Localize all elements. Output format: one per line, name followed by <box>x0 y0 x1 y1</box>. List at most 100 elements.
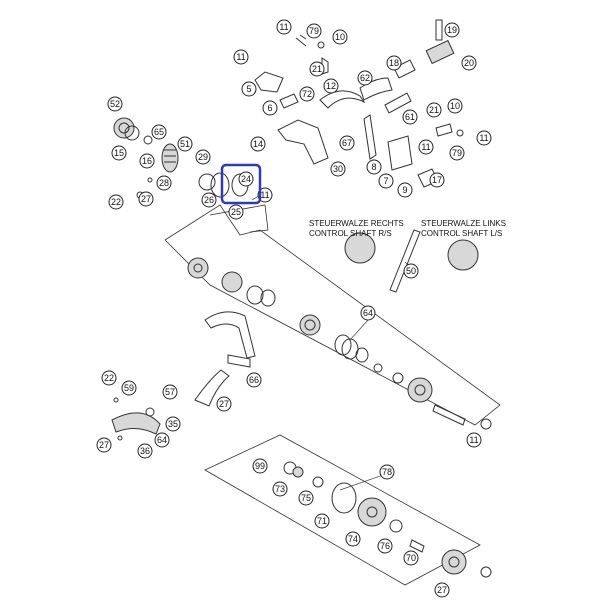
callout-number: 64 <box>157 435 167 445</box>
callout-11: 11 <box>476 130 492 146</box>
callout-25: 25 <box>228 204 244 220</box>
callout-66: 66 <box>246 372 262 388</box>
callout-number: 62 <box>360 73 370 83</box>
callout-circle <box>330 161 346 177</box>
callout-circle <box>241 81 257 97</box>
callout-number: 6 <box>267 103 272 113</box>
callout-circle <box>434 582 450 598</box>
callout-number: 76 <box>380 541 390 551</box>
callout-circle <box>323 78 339 94</box>
callout-circle <box>377 538 393 554</box>
callout-circle <box>309 61 325 77</box>
callout-circle <box>299 86 315 102</box>
callout-5: 5 <box>241 81 257 97</box>
control-shaft-left-label: STEUERWALZE LINKS CONTROL SHAFT L/S <box>421 219 506 238</box>
callout-number: 14 <box>253 139 263 149</box>
callout-30: 30 <box>330 161 346 177</box>
callout-79: 79 <box>306 23 322 39</box>
callout-circle <box>139 153 155 169</box>
lower-assembly-frame <box>204 434 481 586</box>
callout-99: 99 <box>252 458 268 474</box>
callout-number: 19 <box>447 25 457 35</box>
callout-11: 11 <box>418 139 434 155</box>
callout-24: 24 <box>238 171 254 187</box>
control-shaft-right-label: STEUERWALZE RECHTS CONTROL SHAFT R/S <box>309 219 404 238</box>
callout-11: 11 <box>257 187 273 203</box>
callout-number: 25 <box>231 207 241 217</box>
callout-circle <box>262 100 278 116</box>
callout-79: 79 <box>449 145 465 161</box>
callout-27: 27 <box>138 191 154 207</box>
callout-circle <box>466 432 482 448</box>
callout-circle <box>101 370 117 386</box>
callout-circle <box>195 149 211 165</box>
callout-circle <box>306 23 322 39</box>
callout-11: 11 <box>276 19 292 35</box>
callout-circle <box>397 182 413 198</box>
callout-circle <box>476 130 492 146</box>
callout-74: 74 <box>345 531 361 547</box>
callout-circle <box>378 173 394 189</box>
callout-29: 29 <box>195 149 211 165</box>
callout-22: 22 <box>101 370 117 386</box>
callout-circle <box>366 159 382 175</box>
callout-number: 64 <box>363 308 373 318</box>
callout-number: 11 <box>260 190 269 200</box>
callout-number: 11 <box>279 22 288 32</box>
callout-circle <box>272 481 288 497</box>
callout-number: 11 <box>479 133 488 143</box>
callout-8: 8 <box>366 159 382 175</box>
callout-12: 12 <box>323 78 339 94</box>
callout-number: 27 <box>219 399 229 409</box>
callout-circle <box>156 175 172 191</box>
callout-circle <box>201 192 217 208</box>
callout-51: 51 <box>177 136 193 152</box>
callout-59: 59 <box>121 380 137 396</box>
rechts-en: CONTROL SHAFT R/S <box>309 229 392 238</box>
callout-16: 16 <box>139 153 155 169</box>
callout-number: 35 <box>168 419 178 429</box>
callout-76: 76 <box>377 538 393 554</box>
callout-26: 26 <box>201 192 217 208</box>
callout-61: 61 <box>402 109 418 125</box>
callout-number: 50 <box>406 266 416 276</box>
callout-10: 10 <box>332 29 348 45</box>
callout-64: 64 <box>360 305 376 321</box>
callout-circle <box>276 19 292 35</box>
callout-number: 9 <box>402 185 407 195</box>
callout-28: 28 <box>156 175 172 191</box>
callout-67: 67 <box>339 135 355 151</box>
callout-number: 16 <box>142 156 152 166</box>
links-en: CONTROL SHAFT L/S <box>421 229 502 238</box>
callout-circle <box>177 136 193 152</box>
callout-circle <box>154 432 170 448</box>
callout-number: 22 <box>104 373 114 383</box>
callout-circle <box>386 55 402 71</box>
callout-circle <box>403 263 419 279</box>
callout-number: 22 <box>111 197 121 207</box>
callout-number: 75 <box>301 493 311 503</box>
control-shaft-assembly-frame <box>164 204 501 426</box>
callout-21: 21 <box>426 102 442 118</box>
callout-number: 26 <box>204 195 214 205</box>
callout-circle <box>461 55 477 71</box>
callout-27: 27 <box>96 437 112 453</box>
callout-circle <box>121 380 137 396</box>
callout-number: 7 <box>383 176 388 186</box>
callout-number: 21 <box>429 105 439 115</box>
callout-11: 11 <box>233 49 249 65</box>
callout-number: 24 <box>241 174 251 184</box>
callout-circle <box>360 305 376 321</box>
callout-number: 78 <box>382 467 392 477</box>
callout-number: 11 <box>469 435 478 445</box>
callout-number: 73 <box>275 484 285 494</box>
callout-75: 75 <box>298 490 314 506</box>
callout-9: 9 <box>397 182 413 198</box>
callout-number: 28 <box>159 178 169 188</box>
callout-circle <box>238 171 254 187</box>
callout-17: 17 <box>429 172 445 188</box>
callout-circle <box>246 372 262 388</box>
callout-number: 70 <box>406 553 416 563</box>
